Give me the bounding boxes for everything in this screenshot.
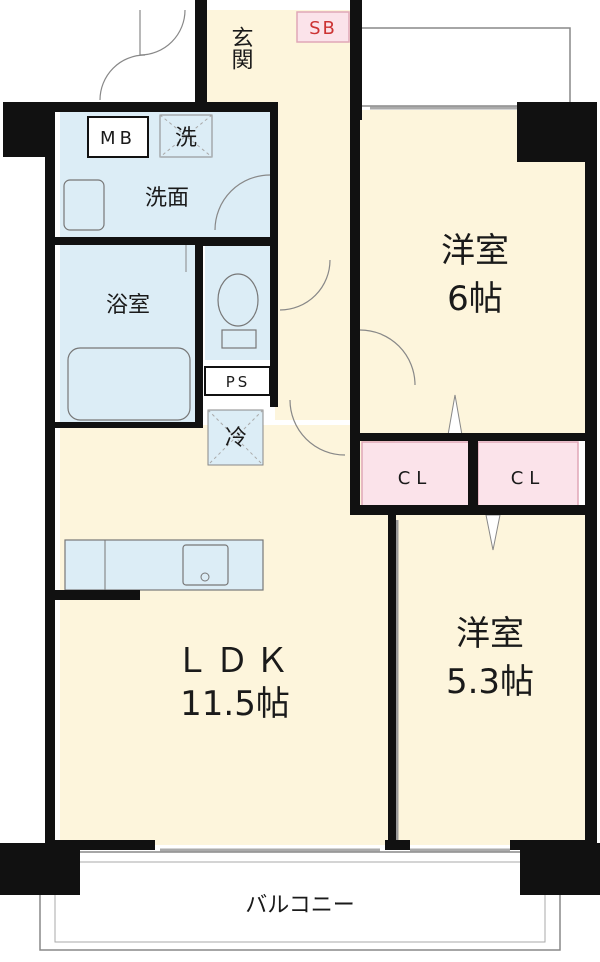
ps-box bbox=[204, 366, 271, 396]
bathroom-label: 浴室 bbox=[106, 293, 150, 318]
ldk-name: ＬＤＫ bbox=[175, 641, 295, 681]
toilet-tank bbox=[221, 329, 257, 349]
washer-label: 洗 bbox=[175, 126, 197, 151]
ldk-floor bbox=[60, 425, 395, 845]
kitchen-sink bbox=[182, 544, 229, 586]
bedroom1-name: 洋室 bbox=[441, 231, 509, 271]
bedroom1-floor bbox=[360, 110, 590, 435]
bathtub bbox=[67, 347, 191, 421]
closet1-label: CL bbox=[398, 468, 433, 489]
bedroom1-size: 6帖 bbox=[447, 279, 503, 319]
kitchen-counter bbox=[64, 539, 264, 591]
shoe-box-area bbox=[296, 11, 350, 43]
walls bbox=[0, 0, 600, 895]
toilet-door-swing bbox=[279, 259, 331, 311]
washer-mark-a bbox=[159, 114, 213, 158]
washroom-door-swing bbox=[214, 174, 271, 231]
washer-mark-b bbox=[159, 114, 213, 158]
hallway-floor bbox=[275, 10, 355, 420]
closet2-label: CL bbox=[511, 468, 546, 489]
bedroom2-floor bbox=[395, 515, 590, 845]
fridge-label: 冷 bbox=[225, 426, 247, 451]
balcony-inner-outline bbox=[54, 861, 546, 943]
balcony-outline bbox=[39, 851, 561, 951]
pipe-space-label: PS bbox=[226, 373, 251, 391]
fridge-mark-b bbox=[207, 409, 264, 466]
bedroom2-size: 5.3帖 bbox=[446, 662, 534, 702]
ldk-size: 11.5帖 bbox=[180, 684, 290, 724]
mb-door-swing bbox=[99, 54, 146, 101]
bedroom1-door-swing bbox=[359, 329, 416, 386]
meter-box-label: MB bbox=[100, 128, 136, 149]
toilet-bowl bbox=[217, 273, 259, 327]
mb-box bbox=[87, 116, 149, 158]
entrance-label: 玄関 bbox=[228, 26, 253, 70]
bedroom2-name: 洋室 bbox=[456, 614, 524, 654]
sink-drain bbox=[200, 572, 210, 582]
shoe-box-label: SB bbox=[309, 18, 337, 39]
balcony-top-outline bbox=[349, 27, 571, 107]
entrance-floor bbox=[205, 10, 275, 102]
entrance-door-swing bbox=[139, 9, 186, 56]
wash-basin bbox=[63, 179, 105, 231]
washroom-label: 洗面 bbox=[145, 186, 189, 211]
balcony-label: バルコニー bbox=[245, 893, 355, 918]
ldk-door-swing bbox=[289, 399, 346, 456]
